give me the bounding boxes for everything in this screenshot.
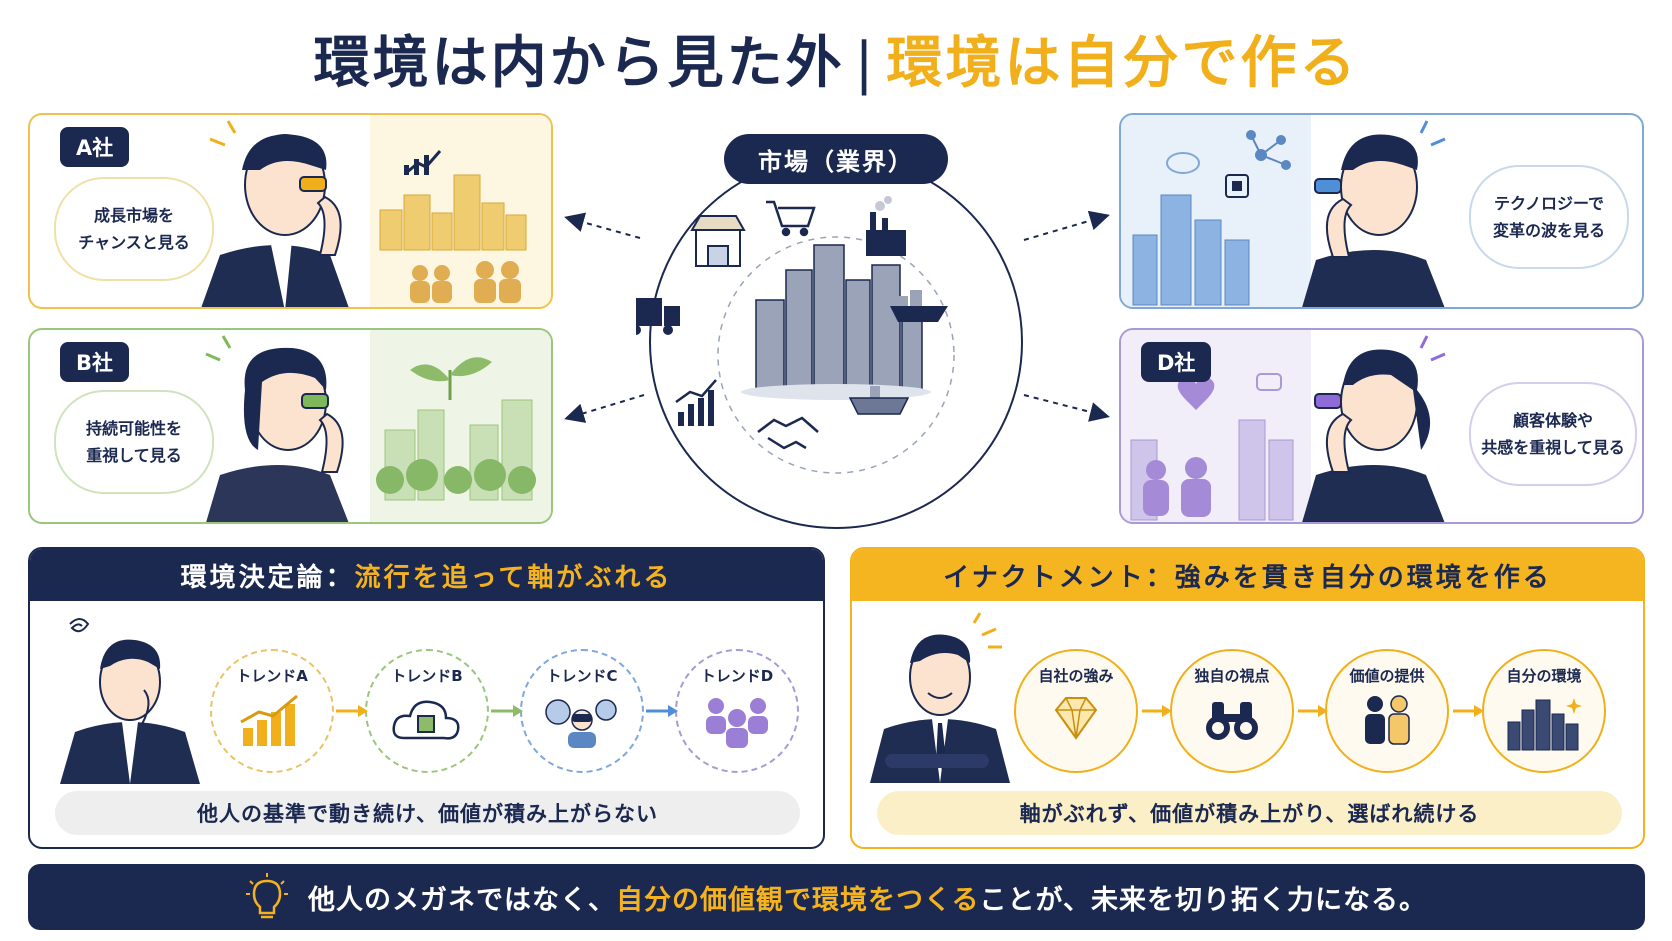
company-tag-b: B社 — [60, 342, 130, 382]
bar-chart-icon — [240, 694, 298, 746]
page-title: 環境は内から見た外|環境は自分で作る — [0, 18, 1672, 99]
trend-c-label: トレンドC — [546, 667, 618, 685]
confident-businessman-illustration — [870, 612, 1010, 783]
lightbulb-icon — [246, 873, 289, 919]
thought-text-line1: テクノロジーで — [1493, 194, 1605, 213]
determinism-header-highlight: 流行を追って軸がぶれる — [354, 562, 673, 593]
strength-circle: 自社の強み — [1014, 649, 1138, 773]
binoculars-icon — [1206, 702, 1258, 740]
card-company-d: D社 顧客体験や 共感を重視して見る — [1119, 328, 1644, 524]
value-label: 価値の提供 — [1349, 667, 1425, 685]
footer-prefix: 他人のメガネではなく、 — [308, 884, 617, 916]
enactment-bottom-message: 軸がぶれず、価値が積み上がり、選ばれ続ける — [877, 791, 1622, 835]
cart-icon — [766, 200, 816, 237]
trend-b-label: トレンドB — [391, 667, 463, 685]
card-company-b: B社 持続可能性を 重視して見る — [28, 328, 553, 524]
company-tag-a: A社 — [60, 127, 130, 167]
people-group-icon — [706, 698, 768, 748]
two-people-icon — [1365, 695, 1410, 745]
card-company-a: A社 成長市場を チャンスと見る — [28, 113, 553, 309]
ship-icon — [890, 290, 948, 322]
city-skyline-icon — [1507, 698, 1582, 751]
city-growth-illustration — [201, 115, 551, 307]
trend-arrows — [336, 705, 678, 717]
handshake-icon — [757, 416, 819, 450]
title-separator: | — [854, 31, 877, 96]
perspective-circle: 独自の視点 — [1170, 649, 1294, 773]
technology-city-illustration — [1121, 115, 1446, 307]
chart-growth-icon — [675, 379, 717, 426]
cloud-chip-icon — [392, 700, 460, 740]
company-tag-d: D社 — [1141, 342, 1212, 382]
determinism-header: 環境決定論：流行を追って軸がぶれる — [30, 549, 823, 601]
factory-icon — [866, 196, 906, 256]
thought-text-line1: 成長市場を — [93, 206, 174, 225]
diamond-icon — [1054, 697, 1098, 740]
title-right: 環境は自分で作る — [886, 31, 1359, 96]
thought-bubble-a: 成長市場を チャンスと見る — [54, 177, 214, 281]
own-environment-label: 自分の環境 — [1506, 667, 1582, 685]
thought-bubble-c: テクノロジーで 変革の波を見る — [1469, 165, 1629, 269]
title-left: 環境は内から見た外 — [313, 31, 845, 96]
thought-bubble-d: 顧客体験や 共感を重視して見る — [1469, 382, 1637, 486]
enactment-arrows — [1142, 705, 1484, 717]
strength-label: 自社の強み — [1038, 667, 1114, 685]
thought-text-line2: チャンスと見る — [78, 233, 190, 252]
thought-text-line2: 重視して見る — [86, 446, 182, 465]
cargo-ship-icon — [848, 386, 910, 415]
thought-text-line2: 変革の波を見る — [1492, 221, 1605, 240]
trend-a-label: トレンドA — [236, 667, 308, 685]
market-circle: 市場（業界） — [622, 130, 1036, 530]
panel-enactment: イナクトメント：強みを貫き自分の環境を作る 自社の強み 独自の視点 価値の提供 … — [850, 547, 1645, 849]
trend-a-circle: トレンドA — [210, 649, 334, 773]
own-environment-circle: 自分の環境 — [1482, 649, 1606, 773]
vr-headset-icon — [545, 699, 617, 748]
thought-text-line2: 共感を重視して見る — [1481, 438, 1625, 457]
thought-text-line1: 顧客体験や — [1512, 411, 1593, 430]
confused-businessman-illustration — [60, 618, 200, 784]
panel-environmental-determinism: 環境決定論：流行を追って軸がぶれる トレンドA トレンドB トレンドC トレンド… — [28, 547, 825, 849]
enactment-header: イナクトメント：強みを貫き自分の環境を作る — [852, 549, 1643, 601]
footer-message: 他人のメガネではなく、自分の価値観で環境をつくることが、未来を切り拓く力になる。 — [28, 864, 1645, 930]
footer-suffix: ことが、未来を切り拓く力になる。 — [979, 884, 1427, 916]
market-label: 市場（業界） — [724, 134, 948, 184]
perspective-label: 独自の視点 — [1194, 667, 1270, 685]
footer-highlight: 自分の価値観で環境をつくる — [616, 884, 980, 916]
thought-text-line1: 持続可能性を — [85, 419, 182, 438]
customer-empathy-illustration — [1121, 330, 1446, 522]
determinism-bottom-message: 他人の基準で動き続け、価値が積み上がらない — [55, 791, 800, 835]
value-circle: 価値の提供 — [1325, 649, 1449, 773]
thought-bubble-b: 持続可能性を 重視して見る — [54, 390, 214, 494]
determinism-header-prefix: 環境決定論： — [180, 562, 355, 593]
shop-icon — [690, 215, 746, 267]
trend-d-circle: トレンドD — [675, 649, 799, 773]
card-company-c: テクノロジーで 変革の波を見る — [1119, 113, 1644, 309]
sustainable-city-illustration — [205, 330, 551, 522]
trend-d-label: トレンドD — [700, 667, 774, 685]
